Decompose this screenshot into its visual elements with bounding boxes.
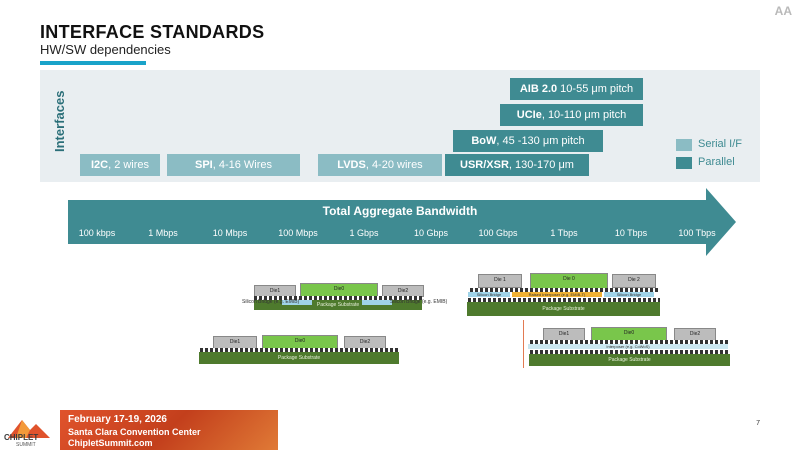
tick-label: 10 Gbps — [413, 228, 449, 238]
interfaces-axis-label: Interfaces — [52, 90, 67, 152]
title-underline — [40, 61, 146, 65]
silicon-bridge — [282, 300, 312, 305]
tick-label: 100 Gbps — [478, 228, 518, 238]
microbumps — [530, 340, 730, 344]
tick-label: 100 Mbps — [278, 228, 318, 238]
bandwidth-title: Total Aggregate Bandwidth — [322, 204, 478, 218]
c4-bumps — [200, 348, 400, 352]
event-date: February 17-19, 2026 — [68, 414, 167, 425]
raised-interposer: Raised Interposer (e.g. EMIB-T) — [512, 292, 602, 297]
tick-label: 100 Tbps — [678, 228, 716, 238]
interface-ucie: UCIe, 10-110 μm pitch — [500, 104, 643, 126]
event-banner: February 17-19, 2026 Santa Clara Convent… — [60, 410, 278, 450]
interface-bow: BoW, 45 -130 μm pitch — [453, 130, 603, 152]
page-number: 7 — [756, 420, 760, 427]
brand-subtext: SUMMIT — [16, 442, 36, 448]
tick-label: 1 Tbps — [550, 228, 578, 238]
c4-bumps — [468, 298, 660, 302]
divider — [523, 320, 524, 368]
legend-parallel-label: Parallel — [698, 156, 735, 168]
interposer: Interposer (e.g. CoWoS) — [528, 344, 728, 349]
tick-label: 10 Tbps — [614, 228, 648, 238]
silicon-bridge — [362, 300, 392, 305]
bandwidth-arrow — [68, 188, 736, 256]
event-venue: Santa Clara Convention Center — [68, 427, 201, 437]
silicon-bridge: Silicon Bridge — [604, 292, 654, 297]
die: Die 2 — [612, 274, 656, 288]
event-url[interactable]: ChipletSummit.com — [68, 438, 153, 448]
brand-text: CHIPLET — [4, 433, 39, 442]
interface-lvds: LVDS, 4-20 wires — [318, 154, 442, 176]
tick-label: 1 Mbps — [148, 228, 178, 238]
silicon-bridge: Silicon Bridge — [468, 292, 510, 297]
tick-label: 100 kbps — [78, 228, 116, 238]
interface-spi: SPI, 4-16 Wires — [167, 154, 300, 176]
microbumps — [470, 288, 660, 292]
page-subtitle: HW/SW dependencies — [40, 42, 171, 57]
bridge-note-left: Silicon Bridge (e.g. EMIB) — [242, 299, 300, 305]
interface-i2c: I2C, 2 wires — [80, 154, 160, 176]
page-title: INTERFACE STANDARDS — [40, 22, 265, 42]
die: Die0 — [300, 283, 378, 297]
c4-bumps — [530, 350, 730, 354]
die: Die 0 — [530, 273, 608, 289]
tick-label: 10 Mbps — [212, 228, 248, 238]
package-substrate: Package Substrate — [467, 302, 660, 316]
interface-usr-xsr: USR/XSR, 130-170 μm — [445, 154, 589, 176]
microbumps — [254, 296, 422, 300]
package-substrate: Package Substrate — [529, 354, 730, 366]
legend-serial-swatch — [676, 139, 692, 151]
die: Die 1 — [478, 274, 522, 288]
legend-serial-label: Serial I/F — [698, 138, 743, 150]
chiplet-summit-logo — [8, 420, 50, 438]
legend-parallel-swatch — [676, 157, 692, 169]
tick-label: 1 Gbps — [349, 228, 379, 238]
bridge-note-right: Silicon Bridge (e.g. EMIB) — [390, 299, 448, 305]
package-substrate: Package Substrate — [199, 352, 399, 364]
aa-logo: AA — [774, 4, 792, 18]
interface-aib: AIB 2.0 10-55 μm pitch — [510, 78, 643, 100]
